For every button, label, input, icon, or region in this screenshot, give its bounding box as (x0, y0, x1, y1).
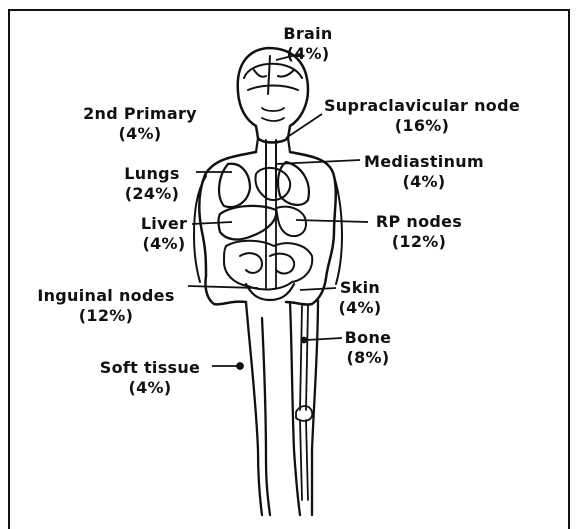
label-liver-name: Liver (136, 214, 192, 234)
label-rp-nodes-name: RP nodes (364, 212, 474, 232)
label-soft-tissue-name: Soft tissue (88, 358, 212, 378)
label-bone-pct: (8%) (340, 348, 396, 368)
label-brain: Brain (4%) (276, 24, 340, 64)
label-lungs: Lungs (24%) (110, 164, 194, 204)
label-rp-nodes: RP nodes (12%) (364, 212, 474, 252)
label-rp-nodes-pct: (12%) (364, 232, 474, 252)
label-second-primary-pct: (4%) (72, 124, 208, 144)
stomach (276, 207, 306, 236)
label-second-primary: 2nd Primary (4%) (72, 104, 208, 144)
label-liver-pct: (4%) (136, 234, 192, 254)
label-skin-pct: (4%) (332, 298, 388, 318)
leader-liver (192, 222, 232, 224)
label-lungs-name: Lungs (110, 164, 194, 184)
left-leg (246, 302, 270, 515)
label-supraclavicular-pct: (16%) (316, 116, 528, 136)
label-brain-name: Brain (276, 24, 340, 44)
label-inguinal-pct: (12%) (24, 306, 188, 326)
heart (255, 168, 290, 200)
label-skin: Skin (4%) (332, 278, 388, 318)
label-bone-name: Bone (340, 328, 396, 348)
label-bone: Bone (8%) (340, 328, 396, 368)
left-arm (194, 176, 206, 282)
right-leg (290, 300, 318, 515)
label-lungs-pct: (24%) (110, 184, 194, 204)
marker-soft-tissue (237, 363, 243, 369)
label-liver: Liver (4%) (136, 214, 192, 254)
label-mediastinum: Mediastinum (4%) (358, 152, 490, 192)
face-detail (262, 108, 284, 121)
leader-skin (300, 288, 336, 290)
femur-bone (296, 306, 312, 500)
marker-bone (302, 338, 307, 343)
intestines (224, 241, 312, 290)
pelvis (246, 284, 294, 300)
label-mediastinum-pct: (4%) (358, 172, 490, 192)
label-inguinal-name: Inguinal nodes (24, 286, 188, 306)
leader-bone (306, 338, 342, 340)
label-second-primary-name: 2nd Primary (72, 104, 208, 124)
label-supraclavicular-name: Supraclavicular node (316, 96, 528, 116)
label-skin-name: Skin (332, 278, 388, 298)
label-inguinal: Inguinal nodes (12%) (24, 286, 188, 326)
label-soft-tissue-pct: (4%) (88, 378, 212, 398)
label-brain-pct: (4%) (276, 44, 340, 64)
left-lung (219, 164, 250, 207)
label-mediastinum-name: Mediastinum (358, 152, 490, 172)
label-soft-tissue: Soft tissue (4%) (88, 358, 212, 398)
label-supraclavicular: Supraclavicular node (16%) (316, 96, 528, 136)
